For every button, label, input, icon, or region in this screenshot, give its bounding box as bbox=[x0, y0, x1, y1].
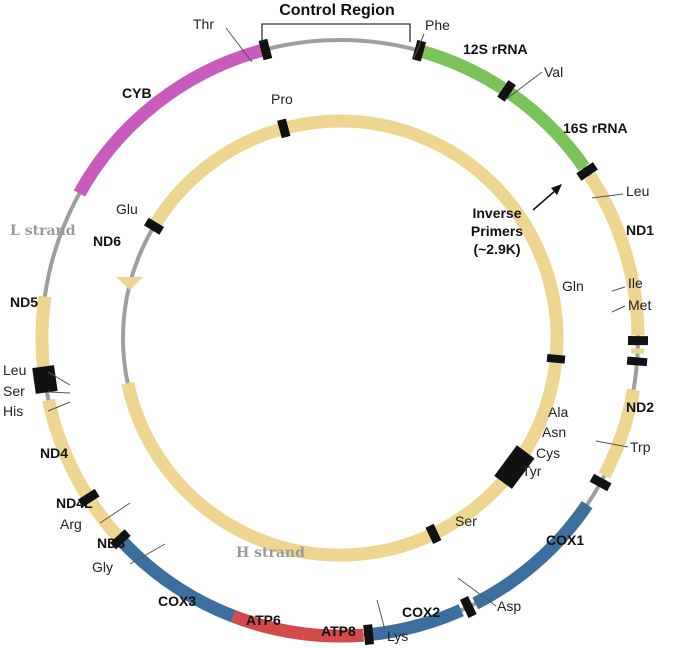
trna-gln: Gln bbox=[562, 278, 584, 294]
arc-cyb bbox=[73, 43, 268, 197]
arc-cox3 bbox=[117, 536, 236, 623]
arc-cox2 bbox=[370, 604, 464, 641]
trna-phe: Phe bbox=[425, 17, 450, 33]
arc-nd2 bbox=[598, 388, 640, 479]
trna-arg: Arg bbox=[60, 516, 82, 532]
block-thr bbox=[258, 38, 273, 61]
gene-atp6: ATP6 bbox=[246, 612, 281, 628]
trna-ile: Ile bbox=[628, 275, 643, 291]
primer-arrow bbox=[532, 189, 557, 211]
gene-nd1: ND1 bbox=[626, 222, 654, 238]
control-region-bracket bbox=[261, 23, 411, 42]
arc-nd3 bbox=[87, 500, 124, 542]
block-his-cluster bbox=[32, 365, 58, 394]
gene-nd6: ND6 bbox=[93, 233, 121, 249]
gene-nd4l: ND4L bbox=[56, 495, 93, 511]
trna-cys: Cys bbox=[536, 445, 560, 461]
trna-val: Val bbox=[544, 64, 563, 80]
l-strand-label: L strand bbox=[10, 223, 76, 239]
inverse-primers-callout: Inverse Primers (~2.9K) bbox=[471, 184, 562, 257]
gene-16s-rrna: 16S rRNA bbox=[563, 120, 628, 136]
trna-asn: Asn bbox=[542, 424, 566, 440]
block-pro bbox=[277, 118, 291, 139]
svg-text:Primers: Primers bbox=[471, 223, 523, 239]
trna-tyr: Tyr bbox=[522, 463, 542, 479]
gene-cox2: COX2 bbox=[402, 604, 440, 620]
gene-nd2: ND2 bbox=[626, 399, 654, 415]
trna-met: Met bbox=[628, 297, 651, 313]
trna-gly: Gly bbox=[92, 559, 113, 575]
block-glu bbox=[143, 217, 165, 235]
block-val bbox=[497, 80, 516, 102]
block-met bbox=[626, 356, 648, 367]
trna-his: His bbox=[3, 403, 23, 419]
block-aansct-cluster bbox=[494, 445, 535, 489]
nd6-arrowhead bbox=[116, 277, 143, 290]
block-trp bbox=[589, 473, 612, 492]
arc-nd6 bbox=[121, 114, 564, 562]
trna-glu: Glu bbox=[116, 201, 138, 217]
control-region-label: Control Region bbox=[279, 2, 395, 19]
block-phe bbox=[412, 39, 427, 62]
gene-nd4: ND4 bbox=[40, 445, 68, 461]
svg-text:Inverse: Inverse bbox=[472, 205, 521, 221]
h-strand-label: H strand bbox=[236, 545, 305, 561]
arc-cox1 bbox=[472, 500, 593, 610]
trna-asp: Asp bbox=[497, 598, 521, 614]
block-ser-2 bbox=[425, 523, 442, 544]
gene-nd3: ND3 bbox=[97, 535, 125, 551]
block-gln bbox=[546, 353, 566, 364]
block-asp bbox=[459, 596, 477, 618]
gene-atp8: ATP8 bbox=[321, 623, 356, 639]
trna-ser-2: Ser bbox=[455, 513, 477, 529]
block-leu-1 bbox=[576, 162, 598, 181]
arc-12s-rrna bbox=[417, 44, 511, 97]
trna-leu-1: Leu bbox=[626, 183, 649, 199]
arc-atp6 bbox=[230, 610, 305, 641]
gene-cyb: CYB bbox=[122, 85, 152, 101]
trna-thr: Thr bbox=[193, 16, 214, 32]
gene-nd5: ND5 bbox=[10, 294, 38, 310]
block-gly bbox=[109, 529, 131, 550]
gene-12s-rrna: 12S rRNA bbox=[463, 41, 528, 57]
trna-leu-2: Leu bbox=[3, 362, 26, 378]
block-ile bbox=[627, 336, 649, 346]
gene-cox3: COX3 bbox=[158, 593, 196, 609]
trna-ser-1: Ser bbox=[3, 383, 25, 399]
trna-pro: Pro bbox=[271, 91, 293, 107]
block-arg bbox=[77, 488, 100, 508]
arc-atp8 bbox=[302, 627, 364, 643]
trna-trp: Trp bbox=[630, 439, 651, 455]
arc-nd1-a bbox=[584, 172, 645, 336]
arc-16s-rrna bbox=[502, 85, 590, 171]
primer-arrowhead bbox=[551, 184, 562, 195]
gene-cox1: COX1 bbox=[546, 532, 584, 548]
trna-ala: Ala bbox=[548, 404, 568, 420]
block-lys bbox=[363, 624, 375, 645]
trna-lys: Lys bbox=[387, 628, 408, 644]
arc-nd4 bbox=[42, 398, 88, 491]
svg-text:(~2.9K): (~2.9K) bbox=[473, 241, 520, 257]
